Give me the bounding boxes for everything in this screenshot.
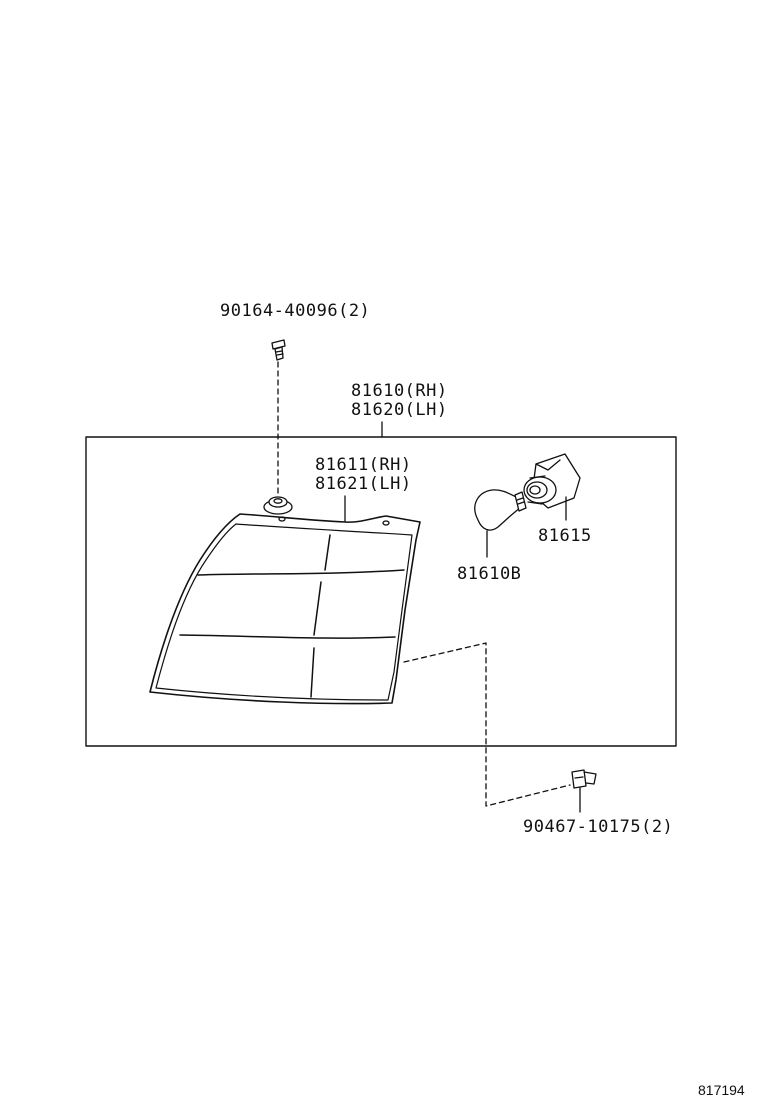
screw-icon bbox=[271, 339, 286, 361]
callout-bulb: 81610B bbox=[457, 564, 522, 584]
bulb-icon bbox=[474, 489, 527, 531]
grommet-icon bbox=[263, 496, 293, 515]
diagram-id: 817194 bbox=[698, 1082, 745, 1098]
callout-lens-lh: 81621(LH) bbox=[315, 474, 412, 494]
callout-assembly-rh: 81610(RH) bbox=[351, 381, 448, 401]
callout-assembly-lh: 81620(LH) bbox=[351, 400, 448, 420]
clip-dashed-leader bbox=[403, 642, 571, 807]
corner-lamp-icon bbox=[149, 513, 421, 705]
callout-clip: 90467-10175(2) bbox=[523, 817, 674, 837]
assembly-box bbox=[85, 436, 677, 747]
callout-screw: 90164-40096(2) bbox=[220, 301, 371, 321]
callout-socket: 81615 bbox=[538, 526, 592, 546]
clip-icon bbox=[571, 769, 597, 789]
socket-icon bbox=[523, 453, 581, 509]
callout-lens-rh: 81611(RH) bbox=[315, 455, 412, 475]
